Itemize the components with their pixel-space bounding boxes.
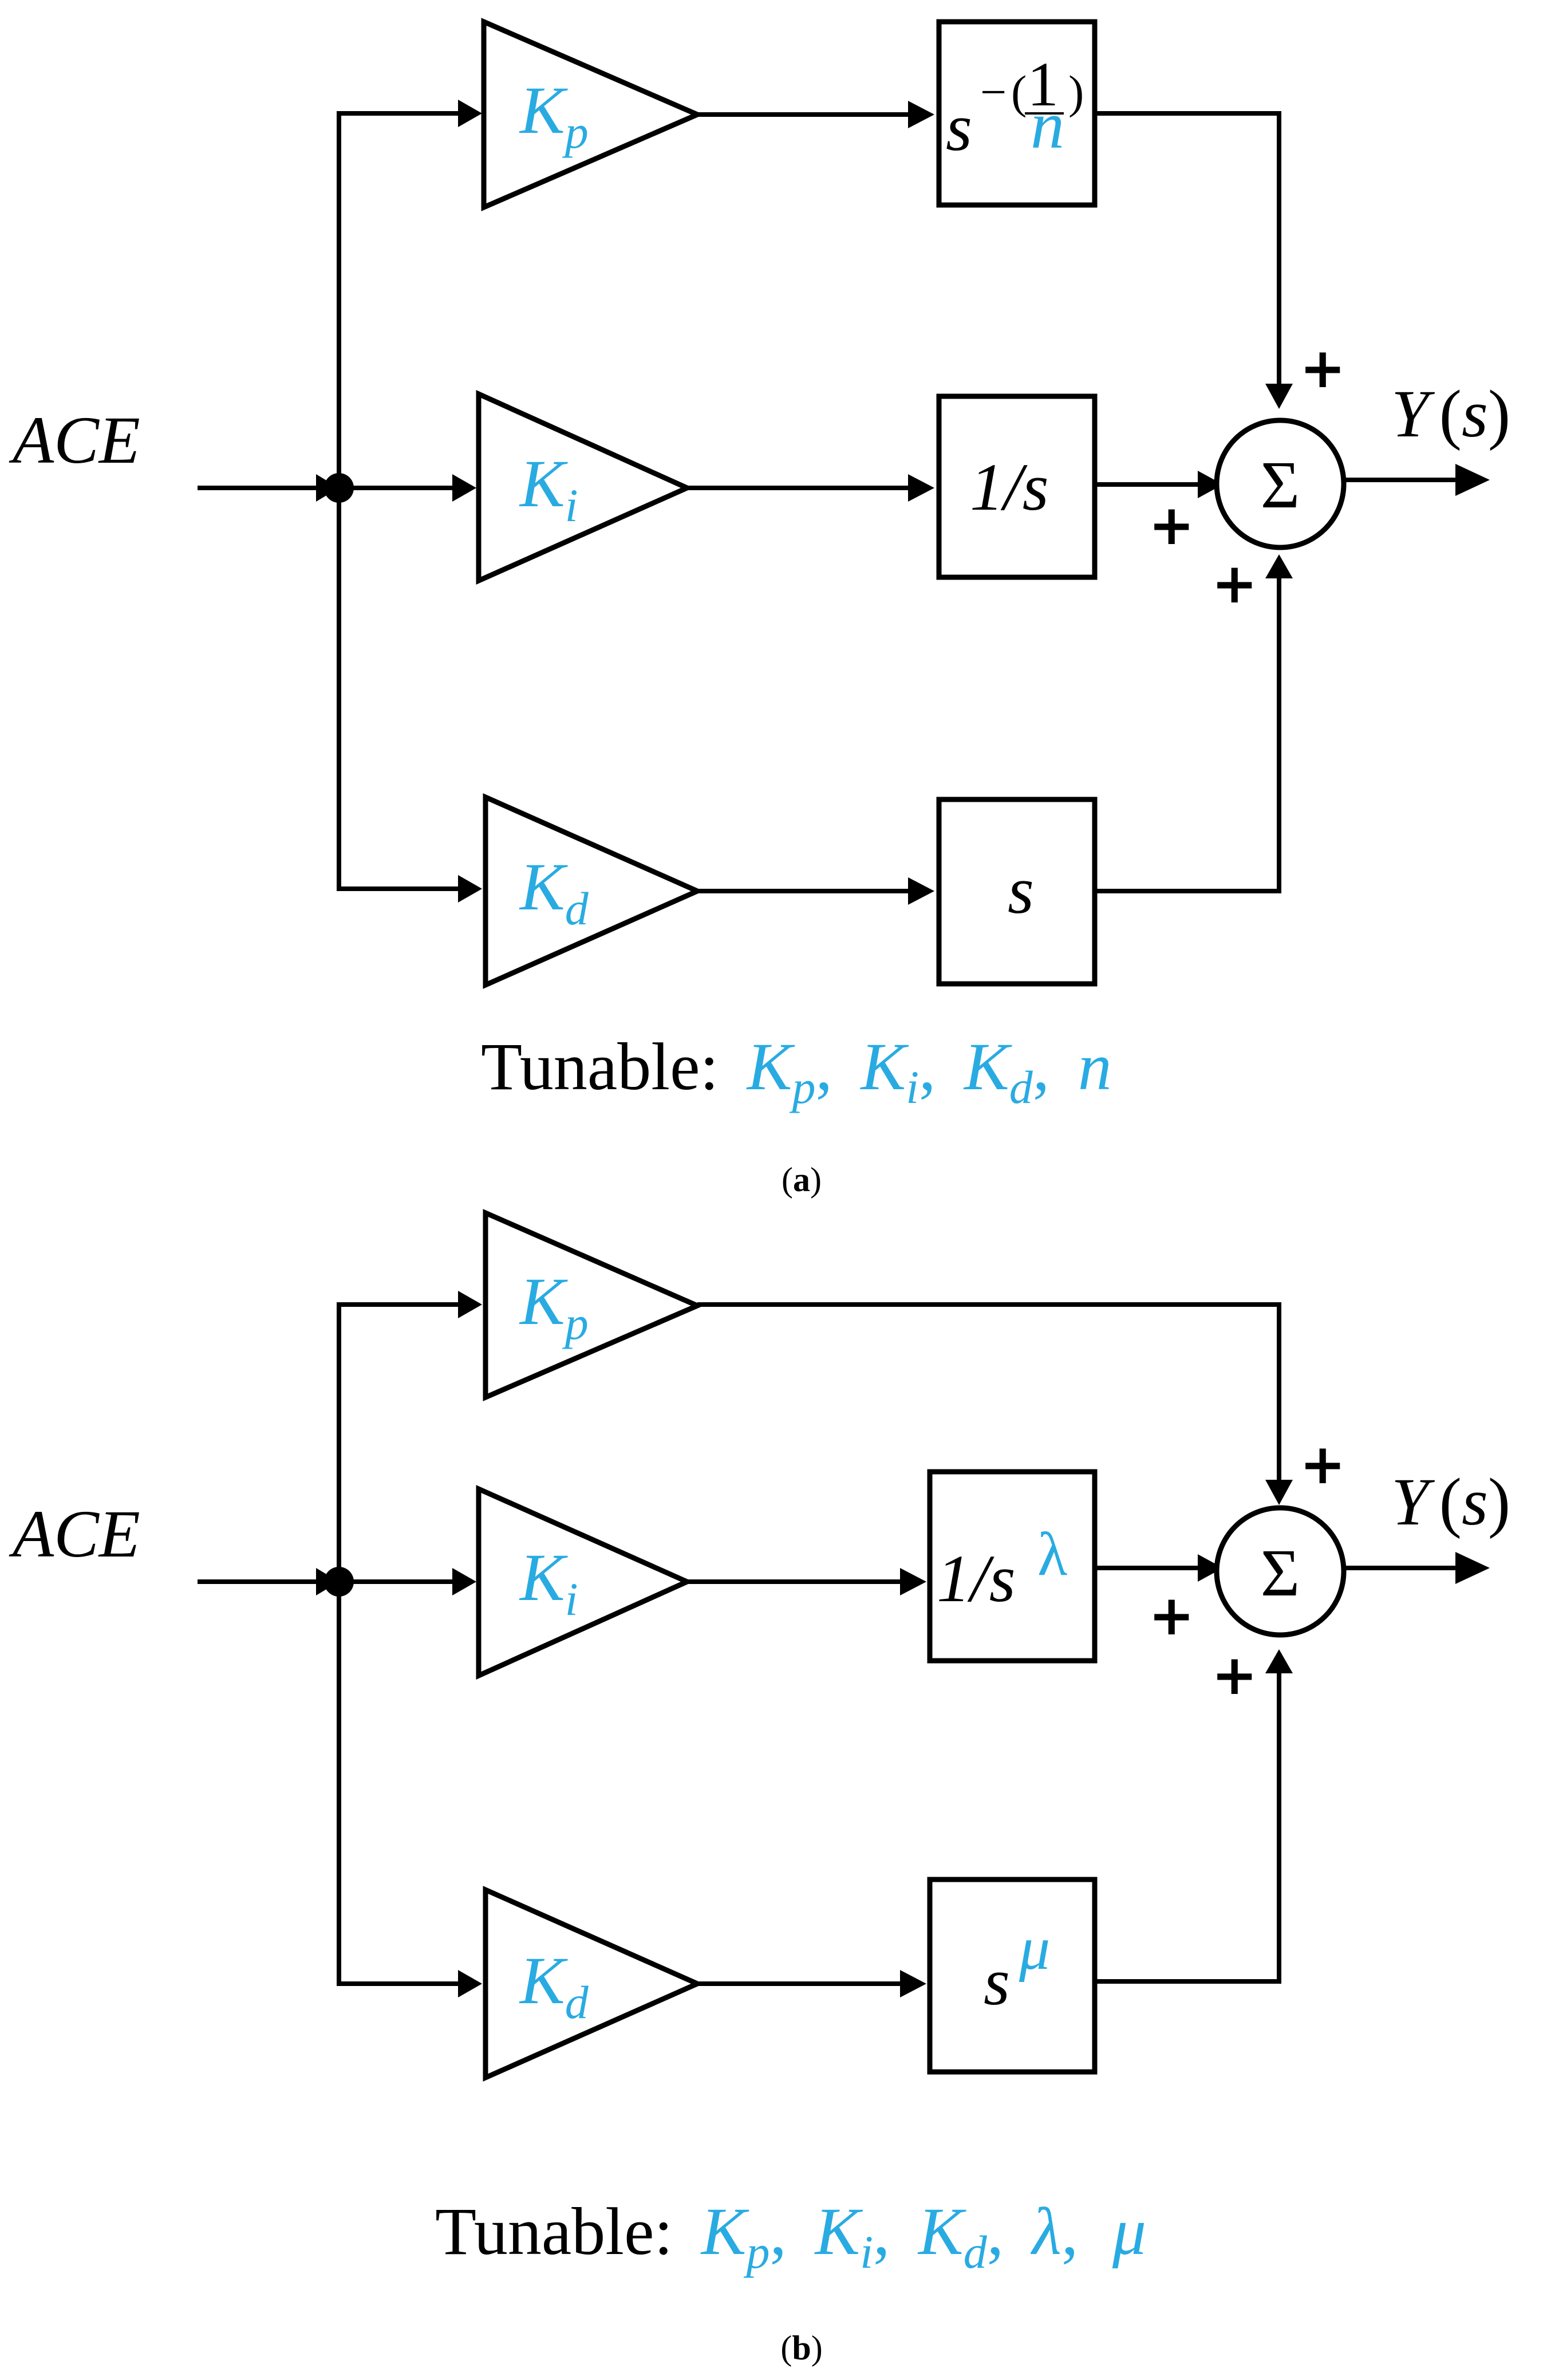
block3-label: s — [1008, 853, 1034, 928]
arrowhead-block3-in — [908, 877, 934, 905]
plus-sign-bottom-b: + — [1211, 1643, 1257, 1707]
block-b1-label: 1/s — [937, 1541, 1016, 1616]
arrowhead-block2-in-b — [900, 1970, 926, 1997]
block-b1-lambda: λ — [1037, 1520, 1067, 1589]
block-b2-mu: μ — [1019, 1914, 1050, 1983]
block1-denominator: n — [1031, 88, 1064, 163]
panel-a: ACE Kp Ki Kd — [9, 18, 1510, 1199]
gain-kd-triangle — [483, 793, 704, 989]
summing-junction — [1214, 417, 1347, 550]
tunable-line-a: Tunable: Kp, Ki, Kd, n — [481, 1029, 1112, 1113]
panel-b: ACE Kp Ki Kd 1/s λ s — [9, 1209, 1510, 2367]
arrowhead-sum-left-b — [1198, 1554, 1223, 1582]
block1-open-paren: ( — [1011, 66, 1027, 118]
summing-junction-b — [1214, 1505, 1347, 1638]
plus-sign-left: + — [1149, 493, 1194, 557]
arrowhead-kd-in — [458, 875, 482, 903]
block-b2-label: s — [984, 1944, 1010, 2019]
arrowhead-block1-in — [908, 101, 934, 128]
gain-ki-triangle-b — [476, 1485, 694, 1680]
block1-numerator: 1 — [1027, 49, 1059, 119]
arrowhead-sum-bottom-b — [1265, 1649, 1293, 1673]
arrowhead-sum-bottom — [1265, 554, 1293, 578]
arrowhead-sum-top — [1265, 384, 1293, 409]
sum-symbol: Σ — [1261, 447, 1300, 522]
input-label-ace-b: ACE — [9, 1496, 140, 1571]
sum-symbol-b: Σ — [1261, 1535, 1300, 1610]
arrowhead-kd-in-b — [458, 1970, 482, 1997]
gain-ki-label-b: Ki — [519, 1540, 578, 1625]
arrowhead-block1-in-b — [900, 1568, 926, 1595]
wire-block3-to-sum — [1095, 567, 1281, 893]
arrowhead-sum-left — [1198, 471, 1223, 498]
block-fractional-s — [936, 19, 1098, 208]
input-label-ace: ACE — [9, 403, 140, 478]
gain-ki-triangle — [476, 390, 694, 585]
gain-kp-triangle-b — [483, 1209, 704, 1401]
output-label-b: Y(s) — [1391, 1464, 1510, 1539]
block1-base: s — [946, 90, 972, 165]
gain-kd-triangle-b — [483, 1886, 704, 2082]
output-arrowhead-b — [1455, 1552, 1490, 1584]
block-integrator — [936, 393, 1098, 580]
gain-ki-label: Ki — [519, 446, 578, 531]
gain-kd-label-b: Kd — [519, 1943, 589, 2028]
gain-kp-label: Kp — [519, 73, 589, 158]
wire-kp-to-sum-b — [697, 1302, 1281, 1491]
arrowhead-ki-in — [452, 474, 476, 502]
arrowhead-kp-in — [458, 100, 482, 127]
block1-sign: − — [980, 66, 1007, 118]
caption-a: (a) — [782, 1161, 822, 1199]
arrowhead-ki-in-b — [452, 1568, 476, 1595]
plus-sign-left-b: + — [1149, 1583, 1194, 1648]
output-label: Y(s) — [1391, 376, 1510, 451]
caption-b: (b) — [780, 2329, 822, 2367]
output-arrowhead — [1455, 464, 1490, 496]
tunable-line-b: Tunable: Kp, Ki, Kd, λ, μ — [435, 2194, 1146, 2278]
arrowhead-kp-in-b — [458, 1291, 482, 1318]
block1-close-paren: ) — [1068, 66, 1084, 118]
plus-sign-top-b: + — [1300, 1432, 1345, 1496]
plus-sign-top: + — [1300, 336, 1345, 400]
wire-block1-to-sum — [1095, 111, 1281, 395]
arrowhead-sum-top-b — [1265, 1480, 1293, 1505]
block2-label: 1/s — [970, 450, 1049, 525]
wire-block2-to-sum-b — [1095, 1662, 1281, 1984]
block-fractional-integrator — [927, 1469, 1098, 1664]
block-derivative — [936, 797, 1098, 987]
gain-kd-label: Kd — [519, 849, 589, 935]
plus-sign-bottom: + — [1211, 551, 1257, 616]
block-fractional-derivative — [927, 1877, 1098, 2075]
gain-kp-label-b: Kp — [519, 1264, 589, 1349]
arrowhead-block2-in — [908, 474, 934, 502]
gain-kp-triangle — [481, 18, 704, 211]
